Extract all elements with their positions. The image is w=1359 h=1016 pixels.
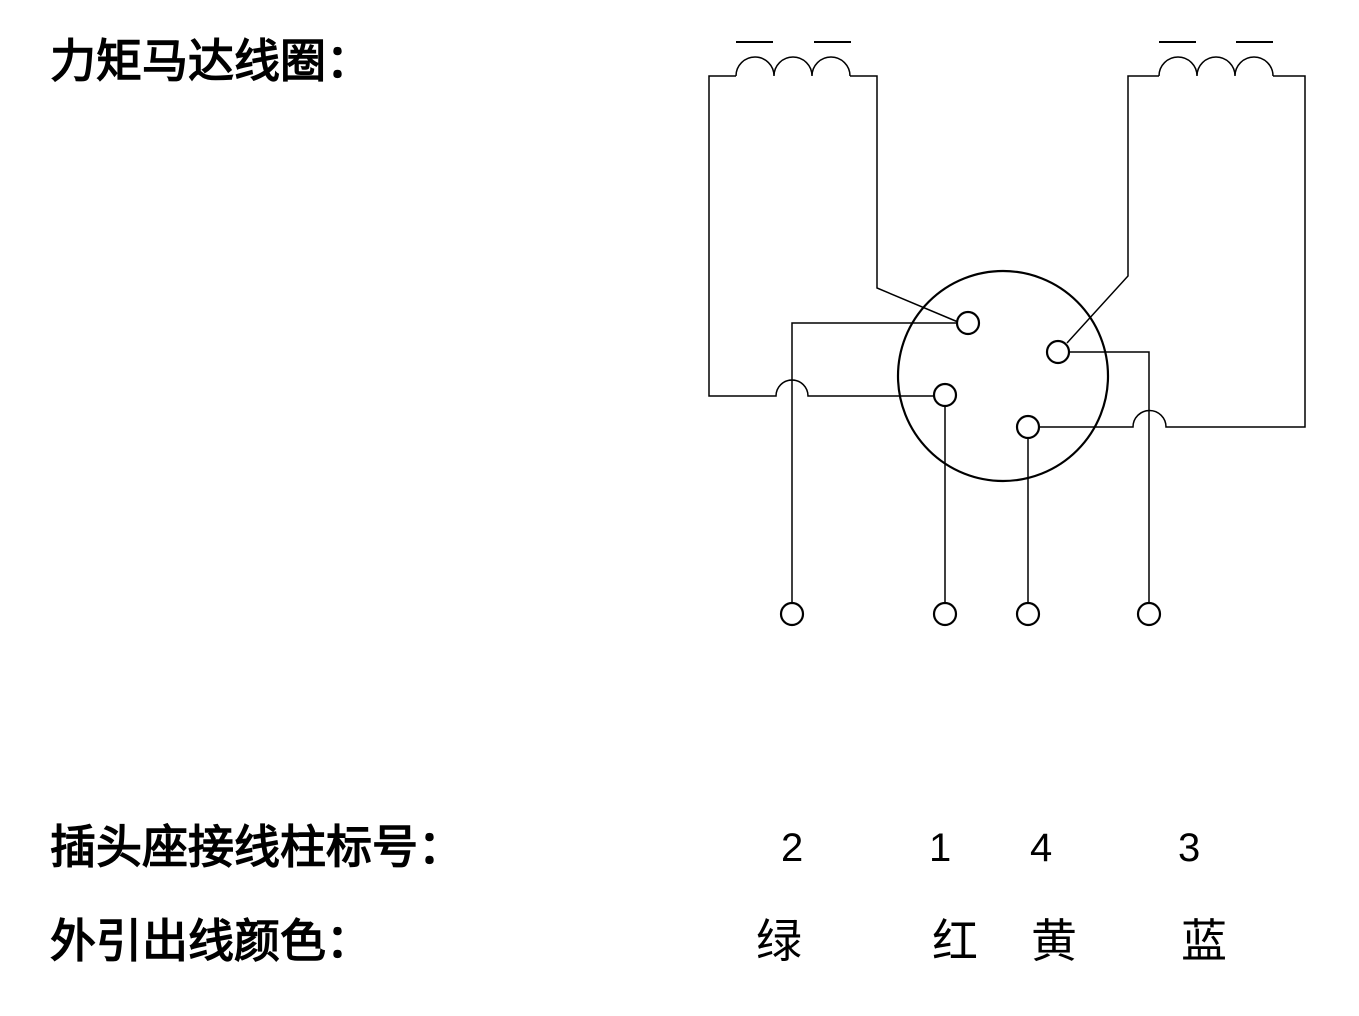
right-coil-icon: [1158, 41, 1274, 77]
coil-label: 力矩马达线圈：: [50, 34, 372, 88]
right-coil-outer-wire: [1039, 75, 1306, 428]
wire-color-yellow: 黄: [1031, 914, 1077, 968]
left-coil-icon: [735, 41, 851, 77]
wire-color-label: 外引出线颜色：: [50, 914, 372, 968]
right-coil-inner-wire: [1066, 75, 1159, 344]
pin-number-4: 4: [1030, 826, 1053, 870]
connector-socket: [896, 269, 1110, 483]
left-coil-inner-wire: [850, 75, 959, 323]
pin-number-label: 插头座接线柱标号：: [50, 820, 464, 874]
pin-number-3: 3: [1178, 826, 1201, 870]
wire-color-blue: 蓝: [1181, 914, 1227, 968]
connector-pin-upper-right: [1045, 339, 1071, 365]
connector-pin-upper-left: [955, 310, 981, 336]
terminal-4: [1015, 601, 1041, 627]
terminal-3: [1136, 601, 1162, 627]
wire-color-red: 红: [932, 914, 978, 968]
lead-wire-pin-3: [1069, 351, 1150, 602]
pin-number-2: 2: [781, 826, 804, 870]
wire-color-green: 绿: [756, 914, 802, 968]
left-coil-outer-wire: [708, 75, 934, 397]
connector-pin-lower-right: [1015, 414, 1041, 440]
pin-number-1: 1: [929, 826, 952, 870]
terminal-1: [932, 601, 958, 627]
lead-wire-pin-2: [791, 322, 958, 602]
terminal-2: [779, 601, 805, 627]
connector-pin-lower-left: [932, 382, 958, 408]
